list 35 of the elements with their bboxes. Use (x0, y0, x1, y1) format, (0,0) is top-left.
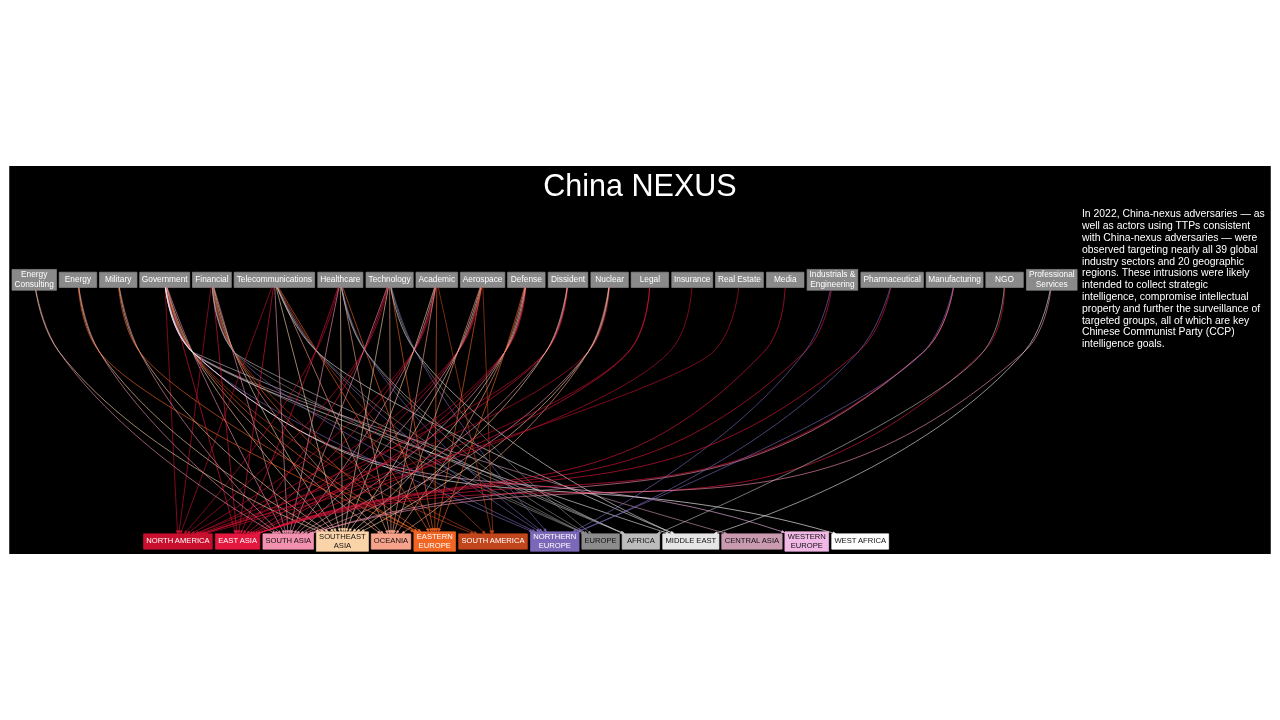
node-box: Telecommunications (233, 271, 315, 288)
arrow (656, 287, 1005, 535)
node-box: Financial (192, 271, 232, 288)
arrow (438, 287, 525, 532)
node-box: Energy Consulting (11, 269, 57, 291)
node-box: Energy (58, 271, 98, 288)
node-box: NGO (985, 271, 1024, 288)
node-box: Media (766, 271, 805, 288)
arrow (713, 290, 1051, 535)
node-box: Professional Services (1026, 269, 1078, 291)
node-box: Manufacturing (925, 271, 984, 288)
node-box: WESTERN EUROPE (784, 531, 829, 552)
node-box: Aerospace (460, 271, 506, 288)
node-box: Industrials & Engineering (806, 269, 859, 291)
node-box: Insurance (671, 271, 714, 288)
node-box: Government (139, 271, 191, 288)
node-box: Nuclear (590, 271, 629, 288)
node-box: OCEANIA (370, 533, 412, 550)
label: In 2022, China-nexus adversaries — as well as actors using TTPs consistent with China-nexus adversaries — were observed targeting nearly all 39 global industry sectors and 20 geographic regions. These intrusions were likely intended to collect strategic intelligence, compromise intellectual property and further the surveillance of targeted groups, all of which are key Chinese Communist Party (CCP) intelligence goals. (1081, 208, 1265, 350)
node-box: Technology (365, 271, 414, 288)
node-box: Healthcare (317, 271, 364, 288)
arrow (164, 287, 179, 534)
diagram-title: China NEXUS (543, 167, 737, 202)
node-box: Defense (507, 271, 546, 288)
arrow (482, 287, 494, 534)
arrow (433, 287, 438, 532)
node-box: Dissident (547, 271, 589, 288)
arrow (435, 287, 482, 532)
arrow (438, 287, 493, 534)
node-box: Pharmaceutical (860, 271, 924, 288)
node-box: Real Estate (715, 271, 764, 288)
arrow (274, 287, 290, 534)
node-box: Military (99, 271, 138, 288)
node-box: Academic (415, 271, 458, 288)
node-box: Legal (630, 271, 669, 288)
